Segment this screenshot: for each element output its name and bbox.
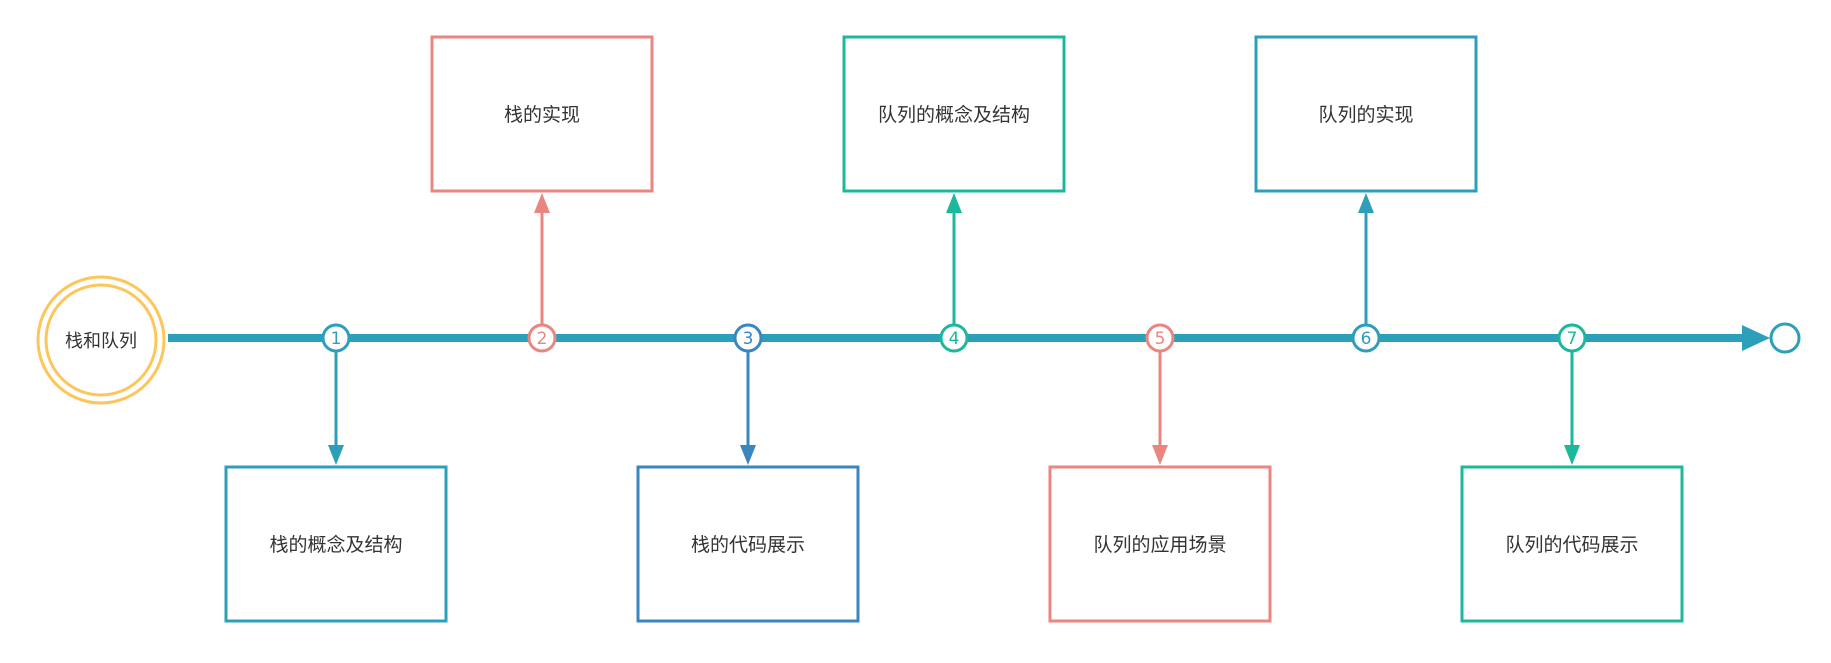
- milestones: 1 栈的概念及结构 2 栈的实现 3 栈的代码展示 4 队列的概念及结构 5 队列的应用场景 6 队列…: [224, 35, 1684, 623]
- topic-label: 队列的代码展示: [1505, 534, 1638, 556]
- milestone-number: 2: [537, 329, 548, 349]
- topic-label: 队列的实现: [1318, 104, 1413, 126]
- connector-arrowhead: [1564, 445, 1580, 465]
- milestone-number: 7: [1567, 329, 1578, 349]
- end-circle: [1769, 322, 1801, 354]
- root-outer-ring: [36, 275, 166, 405]
- milestone-circle: [733, 323, 763, 353]
- milestone-circle: [321, 323, 351, 353]
- milestone-number: 3: [743, 329, 754, 349]
- milestone-circle: [1557, 323, 1587, 353]
- topic-box: [842, 35, 1066, 193]
- topic-label: 栈的代码展示: [691, 534, 805, 556]
- milestone-1[interactable]: 1 栈的概念及结构: [224, 323, 448, 623]
- milestone-circle: [1351, 323, 1381, 353]
- topic-box: [636, 465, 860, 623]
- topic-box: [430, 35, 654, 193]
- milestone-7[interactable]: 7 队列的代码展示: [1460, 323, 1684, 623]
- root-node[interactable]: 栈和队列: [36, 275, 166, 405]
- topic-box: [1048, 465, 1272, 623]
- milestone-number: 5: [1155, 329, 1166, 349]
- milestone-3[interactable]: 3 栈的代码展示: [636, 323, 860, 623]
- topic-box: [1254, 35, 1478, 193]
- topic-box: [224, 465, 448, 623]
- topic-label: 栈的概念及结构: [269, 533, 402, 556]
- root-label: 栈和队列: [65, 331, 137, 352]
- topic-label: 队列的应用场景: [1093, 534, 1226, 556]
- milestone-number: 4: [949, 329, 960, 349]
- topic-label: 队列的概念及结构: [878, 103, 1030, 126]
- milestone-6[interactable]: 6 队列的实现: [1254, 35, 1478, 353]
- spine-arrowhead: [1742, 325, 1770, 351]
- connector-arrowhead: [328, 445, 344, 465]
- milestone-circle: [527, 323, 557, 353]
- root-inner-ring: [44, 283, 158, 397]
- connector-arrowhead: [740, 445, 756, 465]
- milestone-4[interactable]: 4 队列的概念及结构: [842, 35, 1066, 353]
- connector-arrowhead: [1152, 445, 1168, 465]
- milestone-5[interactable]: 5 队列的应用场景: [1048, 323, 1272, 623]
- connector-arrowhead: [1358, 193, 1374, 213]
- topic-box: [1460, 465, 1684, 623]
- milestone-circle: [939, 323, 969, 353]
- connector-arrowhead: [946, 193, 962, 213]
- milestone-circle: [1145, 323, 1175, 353]
- milestone-number: 1: [331, 329, 342, 349]
- milestone-number: 6: [1361, 329, 1372, 349]
- milestone-2[interactable]: 2 栈的实现: [430, 35, 654, 353]
- connector-arrowhead: [534, 193, 550, 213]
- topic-label: 栈的实现: [504, 104, 580, 126]
